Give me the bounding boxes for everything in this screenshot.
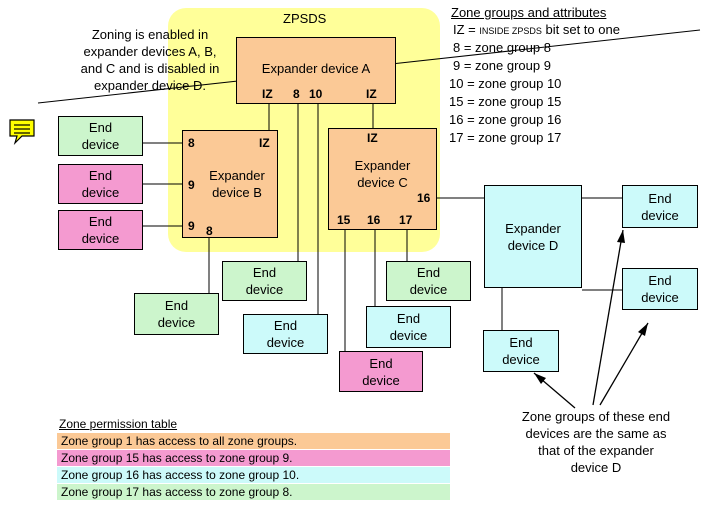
expander-c-label: Expander device C [354,158,411,190]
permission-table-title: Zone permission table [59,417,178,431]
iz-suffix: bit set to one [541,22,620,37]
callout-line: devices are the same as [525,426,667,441]
expander-device-b[interactable]: Expander device B [182,130,278,238]
iz-definition: IZ = INSIDE ZPSDS bit set to one [453,21,620,40]
end-device-label: End device [81,168,120,200]
port-a-8: 8 [293,87,300,101]
zoning-note-line: and C and is disabled in [80,61,220,76]
note-icon[interactable] [8,118,38,146]
zoning-note: Zoning is enabled in expander devices A,… [55,26,245,94]
port-a-iz-left: IZ [262,87,273,101]
end-device[interactable]: End device [222,261,307,301]
end-device[interactable]: End device [622,268,698,310]
port-b-8-bottom: 8 [206,224,213,238]
expander-b-label: Expander device B [209,168,265,200]
end-device[interactable]: End device [366,306,451,348]
permission-row: Zone group 1 has access to all zone grou… [57,433,450,449]
end-device[interactable]: End device [622,185,698,228]
end-device-label: End device [81,214,120,246]
permission-row: Zone group 16 has access to zone group 1… [57,467,450,483]
callout-line: Zone groups of these end [521,409,671,424]
port-c-16-bottom: 16 [367,213,381,227]
callout-note: Zone groups of these end devices are the… [506,408,686,476]
zoning-note-line: expander device D. [93,78,206,93]
end-device-label: End device [245,265,284,297]
expander-device-c[interactable]: Expander device C [328,128,437,230]
end-device-label: End device [641,273,679,305]
zone-group-item: 9 = zone group 9 [453,58,551,73]
zone-group-item: 10 = zone group 10 [449,76,562,91]
end-device-label: End device [362,355,400,388]
port-c-16: 16 [417,191,431,205]
end-device[interactable]: End device [386,261,471,301]
permission-row: Zone group 15 has access to zone group 9… [57,450,450,466]
arrowhead [638,323,648,336]
permission-row: Zone group 17 has access to zone group 8… [57,484,450,500]
end-device-label: End device [389,311,428,343]
end-device[interactable]: End device [243,314,328,354]
end-device[interactable]: End device [483,330,559,372]
port-c-iz: IZ [367,131,378,145]
port-c-15: 15 [337,213,351,227]
end-device-label: End device [157,298,196,330]
end-device-label: End device [81,120,120,152]
expander-device-a[interactable]: Expander device A [236,37,396,104]
zpsds-title: ZPSDS [283,11,327,26]
end-device[interactable]: End device [58,210,143,250]
port-c-17: 17 [399,213,413,227]
zoning-note-line: Zoning is enabled in [91,27,209,42]
port-b-9a: 9 [188,178,195,192]
callout-line: device D [570,460,622,475]
end-device-label: End device [502,335,540,367]
zone-groups-title: Zone groups and attributes [451,5,607,20]
port-b-iz: IZ [259,136,270,150]
callout-line: that of the expander [538,443,654,458]
zone-group-item: 17 = zone group 17 [449,130,562,145]
end-device[interactable]: End device [58,164,143,204]
expander-device-d[interactable]: Expander device D [484,185,582,288]
end-device[interactable]: End device [58,116,143,156]
iz-prefix: IZ = [453,22,480,37]
zone-group-item: 16 = zone group 16 [449,112,562,127]
end-device-label: End device [409,265,448,297]
zone-group-item: 15 = zone group 15 [449,94,562,109]
port-b-9b: 9 [188,219,195,233]
port-b-8-top: 8 [188,136,195,150]
iz-small-caps: INSIDE ZPSDS [479,26,542,36]
port-a-10: 10 [309,87,323,101]
expander-d-label: Expander device D [505,220,561,253]
arrowhead [534,373,546,384]
end-device-label: End device [266,318,305,350]
port-a-iz-right: IZ [366,87,377,101]
zone-group-item: 8 = zone group 8 [453,40,551,55]
end-device[interactable]: End device [339,351,423,392]
zoning-note-line: expander devices A, B, [83,44,217,59]
end-device[interactable]: End device [134,293,219,335]
end-device-label: End device [641,190,679,223]
expander-a-label: Expander device A [261,61,371,76]
arrowhead [617,230,625,243]
